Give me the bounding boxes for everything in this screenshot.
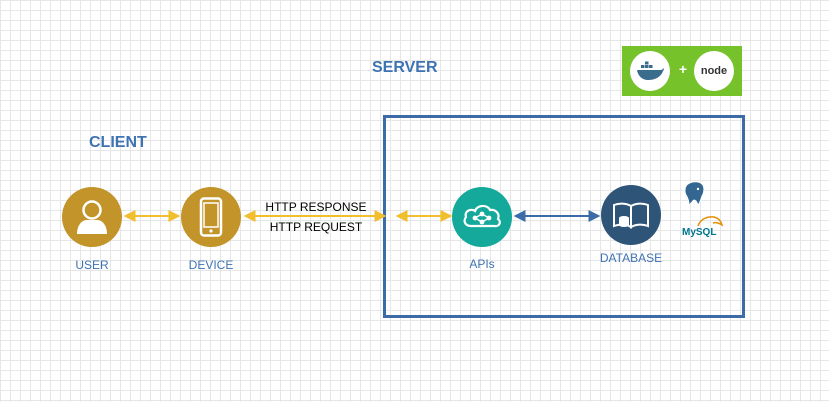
node-logo: node <box>694 51 734 91</box>
user-node[interactable] <box>62 187 122 247</box>
plus-sign: + <box>678 61 688 77</box>
mysql-text: MySQL <box>682 227 717 238</box>
client-title: CLIENT <box>89 134 147 151</box>
smartphone-icon <box>199 197 223 237</box>
mysql-dolphin-icon <box>697 216 724 227</box>
docker-whale-icon <box>637 61 664 80</box>
postgresql-logo <box>683 181 707 212</box>
apis-label: APIs <box>469 257 495 271</box>
docker-logo <box>630 51 670 91</box>
database-label: DATABASE <box>599 251 663 265</box>
database-book-icon <box>613 202 649 229</box>
apis-node[interactable] <box>452 187 512 247</box>
postgresql-elephant-icon <box>684 181 705 206</box>
device-label: DEVICE <box>188 258 234 272</box>
user-icon <box>77 200 107 234</box>
node-logo-text: node <box>700 65 728 77</box>
database-node[interactable] <box>601 185 661 245</box>
http-request-label: HTTP REQUEST <box>269 220 363 234</box>
mysql-logo: MySQL <box>682 214 724 240</box>
server-title: SERVER <box>372 59 438 76</box>
user-label: USER <box>75 258 109 272</box>
http-response-label: HTTP RESPONSE <box>265 200 367 214</box>
tech-badge: + node <box>622 46 742 96</box>
device-node[interactable] <box>181 187 241 247</box>
cloud-network-icon <box>463 204 501 228</box>
